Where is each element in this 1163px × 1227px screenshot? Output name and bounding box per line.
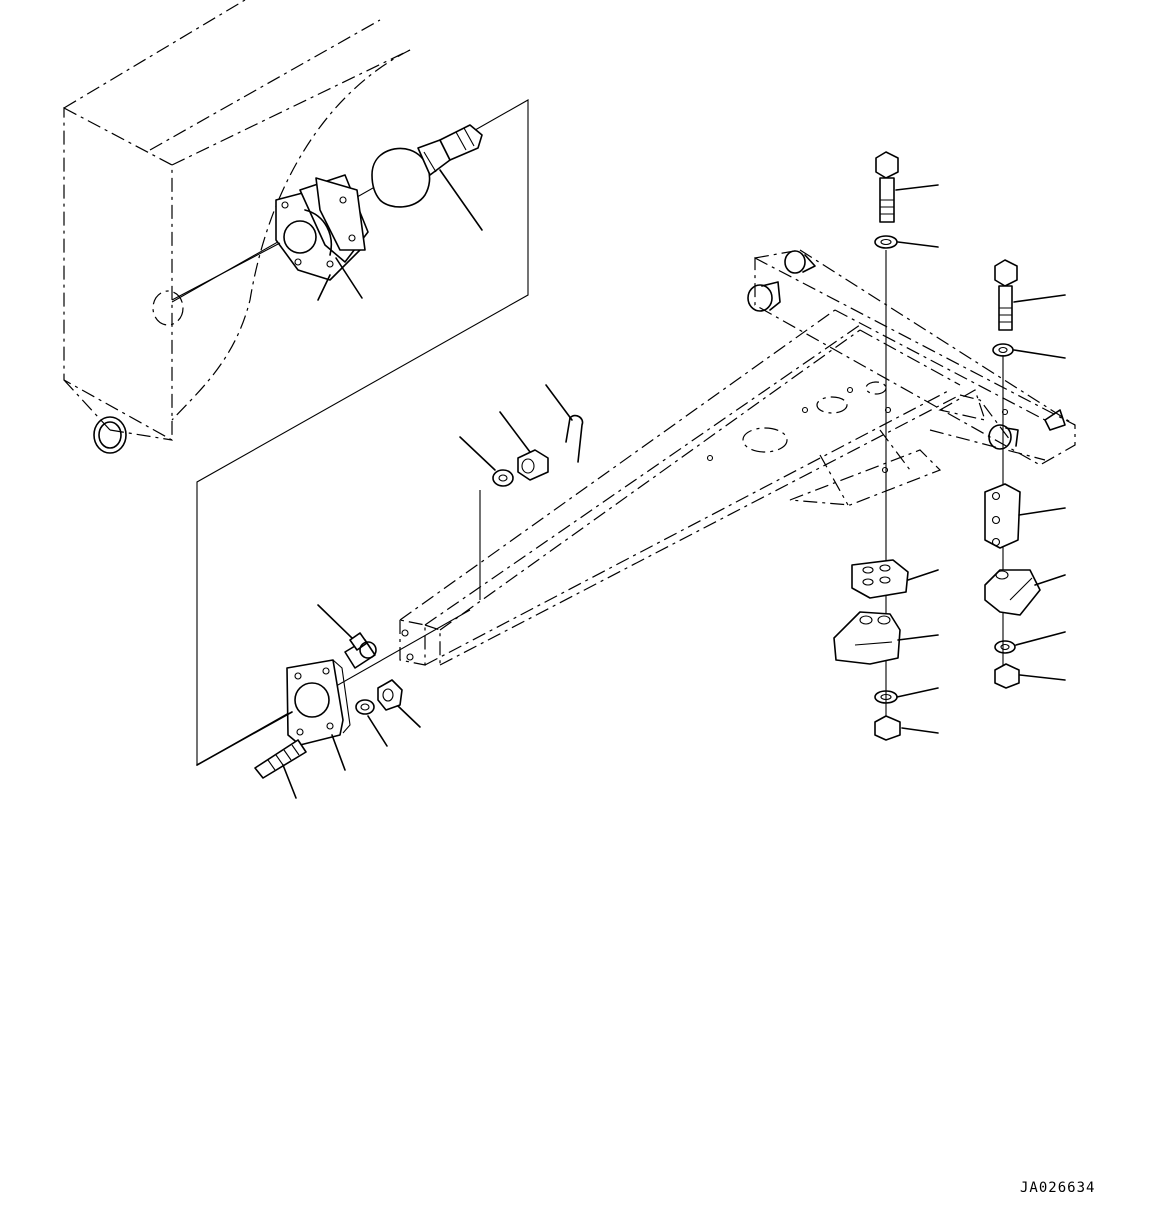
leader-line — [439, 169, 483, 231]
leader-line — [896, 687, 939, 698]
leader-line — [901, 727, 939, 734]
grease-fitting — [317, 604, 377, 669]
leader-line — [335, 257, 363, 299]
leader-line — [1034, 574, 1066, 586]
bolt-stack-right — [984, 259, 1041, 689]
lower-flange-assembly — [286, 659, 351, 746]
pin-boss-ring — [93, 416, 127, 454]
stud-bolt — [254, 739, 307, 799]
axis-line — [171, 242, 281, 301]
bolt-stack-left — [833, 151, 909, 741]
drawing-reference-code: JA026634 — [1020, 1180, 1096, 1196]
leader-line — [907, 569, 939, 581]
drawbar-frame — [399, 249, 1076, 666]
upper-flange-assembly — [275, 174, 369, 301]
axis-line — [196, 711, 293, 766]
hex-nut — [377, 679, 403, 711]
leader-line — [397, 705, 421, 728]
leader-line — [897, 241, 939, 248]
phantom-body — [63, 0, 411, 454]
leader-line — [1018, 507, 1066, 516]
middle-small-parts — [459, 384, 584, 600]
leader-line — [331, 734, 346, 771]
leader-line — [1013, 349, 1066, 359]
leader-line — [1013, 294, 1066, 303]
upper-ball-stud — [371, 124, 483, 208]
leader-line — [367, 715, 388, 747]
washer — [355, 699, 375, 715]
leader-line — [895, 184, 939, 191]
leader-line — [1015, 631, 1066, 646]
leader-line — [897, 634, 939, 641]
leader-line — [1019, 674, 1066, 681]
